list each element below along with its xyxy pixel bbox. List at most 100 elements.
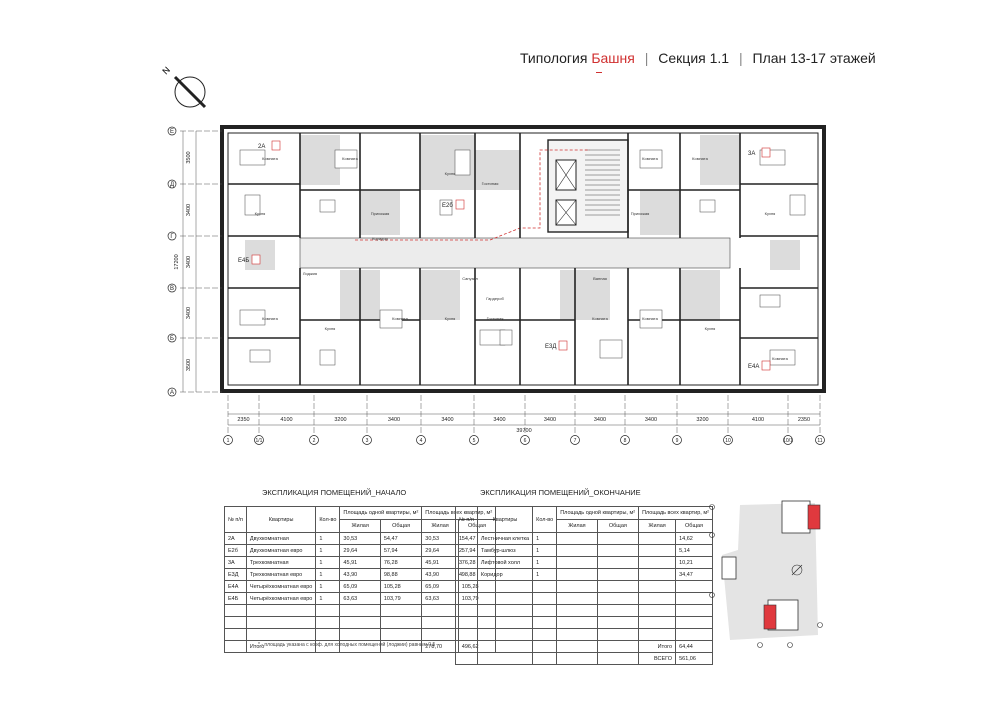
col-dimension: 3400 [493,417,505,423]
grid-col-label: 10 [725,438,731,444]
col-header-name: Квартиры [245,506,317,533]
apartment-tag: 3А [748,151,755,157]
room-label: Комната [392,316,408,321]
col-header-area-one: Площадь одной квартиры, м² [339,506,423,520]
apartment-tag: Е4А [748,364,759,370]
key-highlight-top [807,504,821,530]
room-label: Кухня [705,326,716,331]
table-cell: 30,53 [339,532,381,545]
col-header-name: Квартиры [476,506,534,533]
col-header-num: № п/п [455,506,478,533]
title-section: Секция 1.1 [658,50,730,66]
room-label: Кухня [445,316,456,321]
central-corridor [299,237,731,269]
table-cell: 45,91 [421,556,459,569]
table-cell [596,556,640,569]
grid-row-marker [167,126,177,136]
table-cell: 1 [532,532,558,545]
grid-col-marker [469,435,479,445]
grid-col-label: 10/1 [783,438,793,444]
room-label: Кухня [445,171,456,176]
building-outline [220,125,826,393]
table-cell: 2 [455,544,478,557]
room-label: Комната [262,316,278,321]
table-cell: Четырёхкомнатная евро [245,580,317,593]
title-separator: | [644,50,649,66]
title-typology: Типология [520,50,588,66]
table-cell: 1 [315,568,341,581]
grid-col-label: 4 [420,438,423,444]
grid-col-marker [309,435,319,445]
evacuation-path [355,149,590,241]
title-underline-mark [596,72,602,73]
col-header-total: Общая [596,519,640,533]
apartment-tag-box [761,147,771,158]
room-label: Кухня [325,326,336,331]
table-cell: 43,90 [421,568,459,581]
table-cell [638,544,677,557]
page-title: Типология Башня | Секция 1.1 | План 13-1… [520,50,876,66]
apartment-tag-box [455,199,465,210]
col-dimension: 3200 [334,417,346,423]
grid-col-label: 3 [366,438,369,444]
apartment-tag-box [558,340,568,351]
table-cell: 103,79 [379,592,423,605]
table-cell: 105,28 [379,580,423,593]
key-compass-icon [791,564,803,576]
grid-row-label: Д [170,182,174,188]
grid-row-marker [167,231,177,241]
col-dimension: 4100 [280,417,292,423]
grid-col-marker [570,435,580,445]
room-label: Комната [642,156,658,161]
grid-col-marker [783,435,793,445]
grid-col-label: 2 [313,438,316,444]
table-cell: 1 [315,556,341,569]
grid-col-label: 8 [624,438,627,444]
room-label: Комната [262,156,278,161]
room-label: Прихожая [631,211,650,216]
apartment-tag: Е3Д [545,344,556,350]
table-cell [638,532,677,545]
apartment-tag-box [761,360,771,371]
table-cell: Тамбур-шлюз [476,544,534,557]
table-cell: 4 [455,568,478,581]
grid-row-marker [167,179,177,189]
apartment-tag: 2А [258,144,265,150]
table-cell: Е4А [224,580,247,593]
table-left-title: ЭКСПЛИКАЦИЯ ПОМЕЩЕНИЙ_НАЧАЛО [262,488,407,497]
col-header-area-one: Площадь одной квартиры, м² [556,506,640,520]
table-cell: Е3Д [224,568,247,581]
grid-col-label: 9 [676,438,679,444]
grid-col-label: 1 [227,438,230,444]
table-cell: 29,64 [339,544,381,557]
room-label: Санузел [462,276,478,281]
col-dimension: 4100 [752,417,764,423]
grid-col-marker [520,435,530,445]
table-right-title: ЭКСПЛИКАЦИЯ ПОМЕЩЕНИЙ_ОКОНЧАНИЕ [480,488,641,497]
total-label: Итого [245,640,317,653]
table-cell: Двухкомнатная [245,532,317,545]
apartment-tag-box [251,254,261,265]
floor-plan: КомнатаКухняКомнатаПрихожаяКухняГостиная… [167,125,826,445]
north-label: N [160,65,172,76]
row-dimension: 3400 [186,307,192,319]
table-cell: 76,28 [379,556,423,569]
grid-col-marker [723,435,733,445]
table-cell [596,568,640,581]
apartment-tag-box [271,140,281,151]
grid-col-marker [223,435,233,445]
table-cell: 1 [532,544,558,557]
title-plan: План 13-17 этажей [752,50,876,66]
total-height-dimension: 17200 [174,254,180,269]
grand-total-label: ВСЕГО [638,652,677,665]
col-dimension: 3400 [645,417,657,423]
grid-col-label: 6 [524,438,527,444]
grid-col-label: 7 [574,438,577,444]
table-cell: Е2б [224,544,247,557]
table-cell [556,544,598,557]
table-cell: Лифтовой холл [476,556,534,569]
table-cell: Двухкомнатная евро [245,544,317,557]
grid-col-marker [254,435,264,445]
